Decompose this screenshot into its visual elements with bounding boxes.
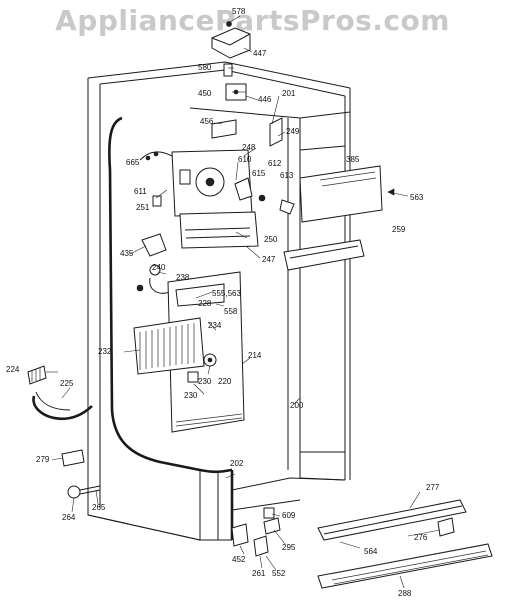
label-615: 615	[252, 169, 266, 178]
label-665: 665	[126, 158, 140, 167]
bottom-rail-and-grille	[317, 499, 493, 589]
label-555-563: 555,563	[212, 289, 241, 298]
label-248: 248	[242, 143, 256, 152]
top-hinge-assembly	[211, 21, 251, 101]
label-249: 249	[286, 127, 300, 136]
label-200: 200	[290, 401, 304, 410]
label-456: 456	[200, 117, 214, 126]
drain-tube	[27, 365, 93, 421]
label-276: 276	[414, 533, 428, 542]
label-552: 552	[272, 569, 286, 578]
label-214: 214	[248, 351, 262, 360]
bottom-left-parts	[61, 449, 101, 499]
label-609: 609	[282, 511, 296, 520]
control-housing	[139, 117, 295, 249]
label-446: 446	[258, 95, 272, 104]
cabinet-body	[87, 61, 351, 541]
label-447: 447	[253, 49, 267, 58]
label-279: 279	[36, 455, 50, 464]
bottom-center-parts	[231, 507, 281, 557]
label-277: 277	[426, 483, 440, 492]
label-225: 225	[60, 379, 74, 388]
label-385: 385	[346, 155, 360, 164]
label-224: 224	[6, 365, 20, 374]
label-228: 228	[198, 299, 212, 308]
label-201: 201	[282, 89, 296, 98]
label-251: 251	[136, 203, 150, 212]
label-202: 202	[230, 459, 244, 468]
label-450: 450	[198, 89, 212, 98]
label-250: 250	[264, 235, 278, 244]
label-558: 558	[224, 307, 238, 316]
label-247: 247	[262, 255, 276, 264]
label-230-lower: 230	[184, 391, 198, 400]
label-264: 264	[62, 513, 76, 522]
label-295: 295	[282, 543, 296, 552]
part-labels: 578 447 580 450 446 201 456 249 248 610 …	[6, 7, 440, 598]
evaporator-cover	[133, 271, 245, 433]
label-261: 261	[252, 569, 266, 578]
label-563: 563	[410, 193, 424, 202]
leader-lines	[46, 15, 441, 589]
label-288: 288	[398, 589, 412, 598]
label-435: 435	[120, 249, 134, 258]
label-238: 238	[176, 273, 190, 282]
label-564: 564	[364, 547, 378, 556]
label-230-upper: 230	[198, 377, 212, 386]
left-small-parts	[136, 233, 171, 294]
label-578: 578	[232, 7, 246, 16]
label-612: 612	[268, 159, 282, 168]
label-234: 234	[208, 321, 222, 330]
label-610: 610	[238, 155, 252, 164]
label-611: 611	[134, 187, 147, 196]
label-232: 232	[98, 347, 112, 356]
label-265: 265	[92, 503, 106, 512]
watermark-text: AppliancePartsPros.com	[55, 4, 450, 37]
label-452: 452	[232, 555, 246, 564]
label-220: 220	[218, 377, 232, 386]
label-613: 613	[280, 171, 294, 180]
label-580: 580	[198, 63, 212, 72]
right-panels	[283, 165, 409, 271]
label-240: 240	[152, 263, 166, 272]
label-259: 259	[392, 225, 406, 234]
